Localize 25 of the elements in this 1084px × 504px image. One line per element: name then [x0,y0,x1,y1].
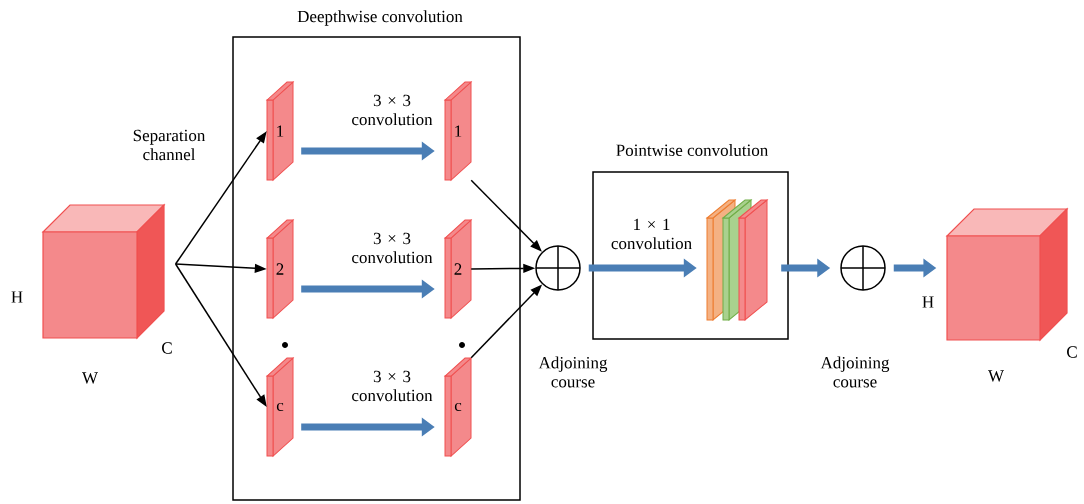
caption-text: Adjoining course [820,356,890,388]
feature-map-slice: c [266,357,294,457]
dimension-label: H [11,291,23,303]
dimension-label: W [988,370,1004,382]
edge-label: 3 × 3 convolution [352,94,433,126]
feature-map-slice: 1 [444,81,472,181]
dimension-label: H [922,296,934,308]
caption-text: Adjoining course [538,356,608,388]
panel-title: Pointwise convolution [616,144,769,156]
feature-map-slice: 2 [266,219,294,319]
edge-label: 3 × 3 convolution [352,370,433,402]
edge-label: 1 × 1 convolution [611,218,692,250]
dimension-label: C [162,342,172,354]
adder-symbol [840,245,886,291]
adder-symbol [535,245,581,291]
arrow [470,179,542,252]
feature-map-slice: 1 [266,81,294,181]
feature-map-slice: c [444,357,472,457]
edge-label: 3 × 3 convolution [352,232,433,264]
dimension-label: C [1067,346,1077,358]
dimension-label: W [82,372,98,384]
feature-map-stack-drawing [706,199,768,321]
feature-map-slice: 2 [444,219,472,319]
edge-label: Separation channel [133,129,206,161]
panel-title: Deepthwise convolution [297,10,463,26]
